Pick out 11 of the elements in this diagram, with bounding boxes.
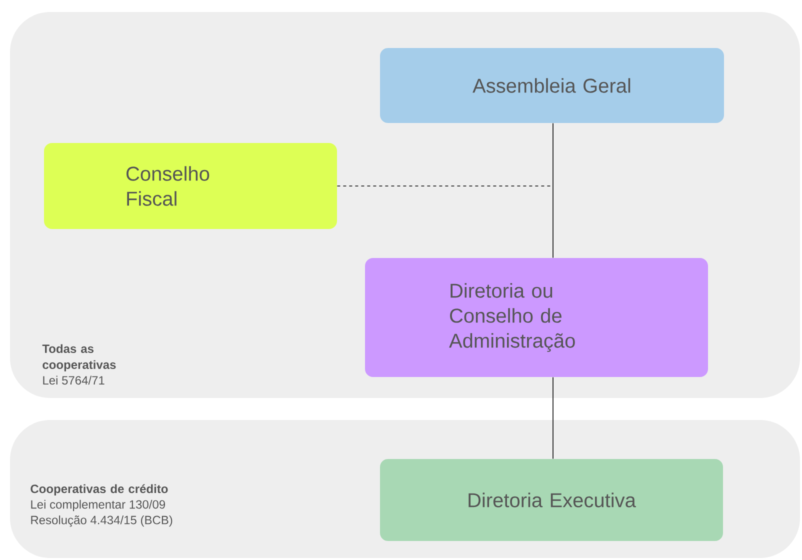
law-reference: Lei complementar 130/09 [31,500,166,512]
org-box: Diretoria ou Conselho de Administração [365,258,708,377]
law-reference: Lei 5764/71 [43,376,104,385]
org-box: Diretoria Executiva [380,459,723,541]
law-reference: Resolução 4.434/15 (BCB) [31,515,172,527]
connector-line [552,376,554,460]
group-title: Cooperativas de crédito [30,484,168,496]
group-title: Todas as cooperativas [42,344,116,372]
org-box: Conselho Fiscal [44,143,337,229]
org-box: Assembleia Geral [380,48,724,123]
connector-line [552,122,554,258]
